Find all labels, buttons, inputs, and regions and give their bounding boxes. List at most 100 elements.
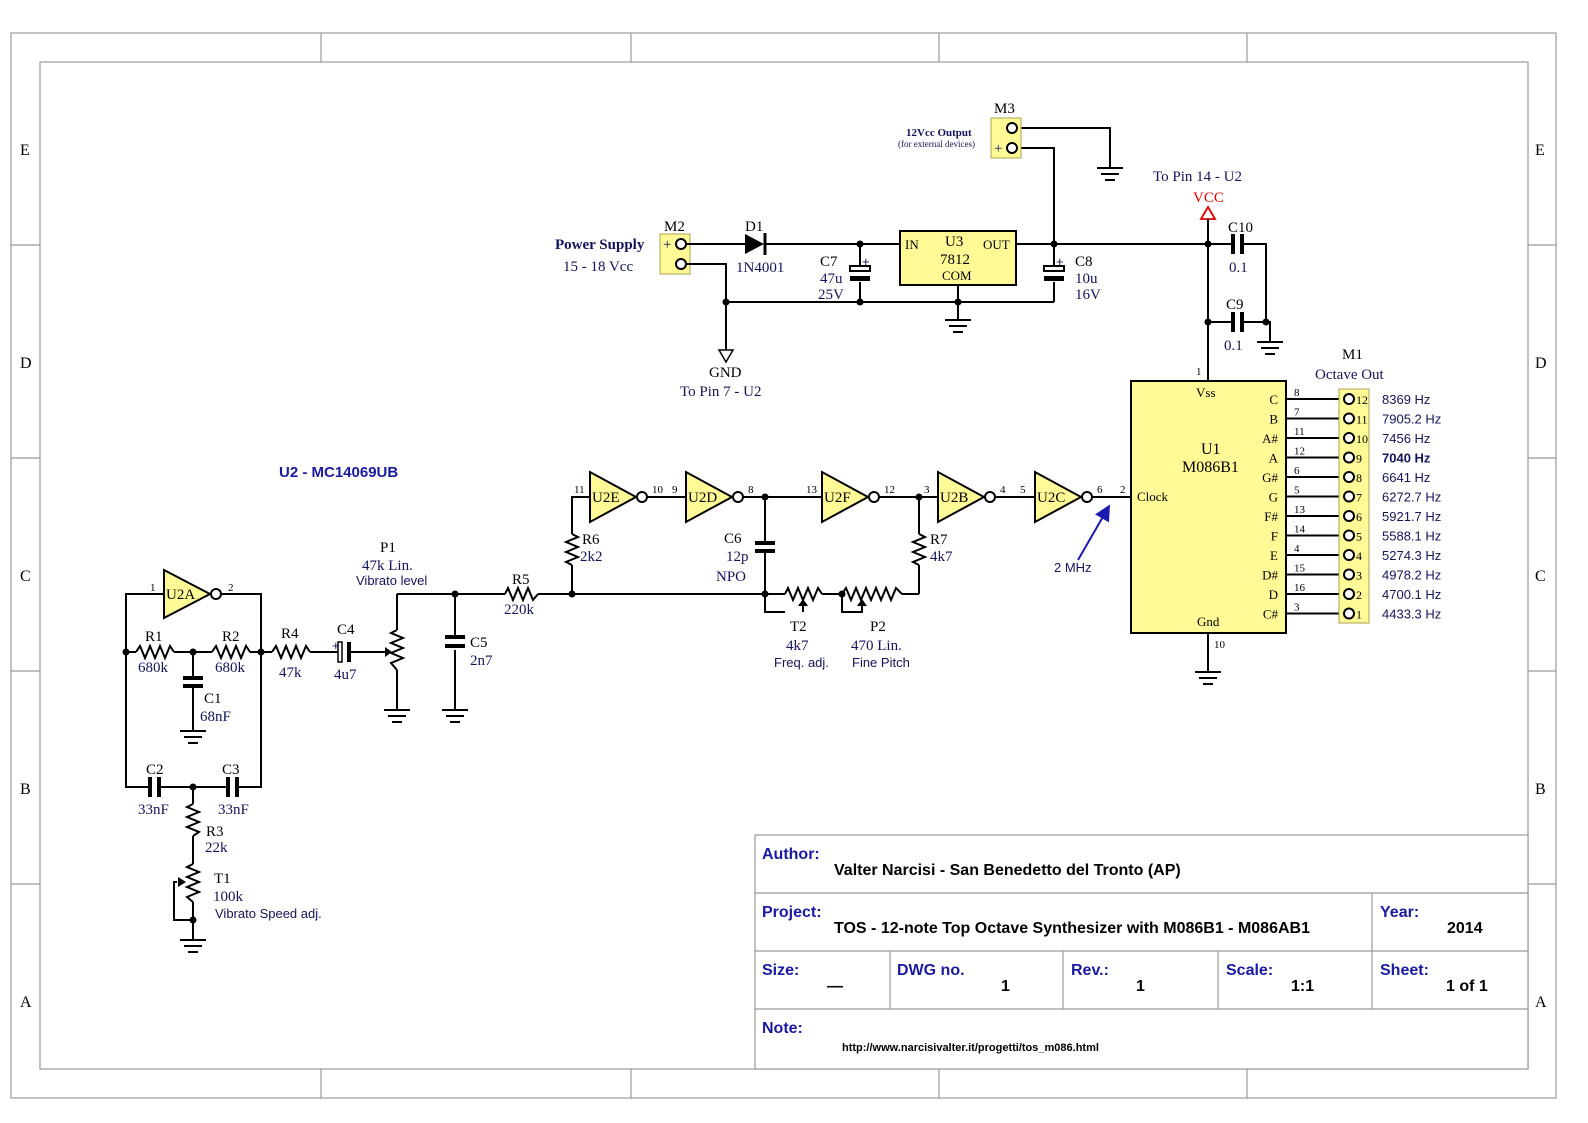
t2-label: T2	[790, 619, 807, 635]
svg-text:5: 5	[1020, 484, 1026, 496]
u1-note-label: G	[1269, 490, 1278, 505]
u2d-label: U2D	[688, 490, 717, 506]
svg-text:2: 2	[228, 582, 234, 594]
u3-out: OUT	[983, 237, 1010, 252]
m1-pin: 5 5588.1 Hz	[1343, 529, 1441, 544]
svg-text:+: +	[862, 254, 870, 269]
ground-icon	[179, 939, 207, 953]
note-url[interactable]: http://www.narcisivalter.it/progetti/tos…	[842, 1042, 1099, 1054]
svg-text:3: 3	[924, 484, 930, 496]
c6-value: 12p	[726, 549, 749, 565]
u2c-label: U2C	[1037, 490, 1065, 506]
r6-label: R6	[582, 532, 600, 548]
u1-pin-number: 11	[1294, 426, 1305, 438]
r1-resistor	[135, 643, 175, 661]
u3-label: U3	[945, 234, 963, 250]
u1-vss: Vss	[1196, 385, 1216, 400]
power-supply-voltage: 15 - 18 Vcc	[563, 259, 633, 275]
p2-value: 470 Lin.	[851, 638, 902, 654]
zone-label-left: A	[20, 994, 32, 1011]
m1-frequency: 6272.7 Hz	[1382, 490, 1441, 505]
author-value: Valter Narcisi - San Benedetto del Tront…	[834, 862, 1181, 879]
u1-note-label: F	[1271, 529, 1278, 544]
u1-value: M086B1	[1182, 459, 1239, 476]
m1-frequency: 4978.2 Hz	[1382, 568, 1441, 583]
u3-com: COM	[942, 268, 972, 283]
u1-pin-number: 13	[1294, 504, 1306, 516]
u1-clock: Clock	[1137, 489, 1169, 504]
svg-text:10: 10	[1214, 639, 1226, 651]
p2-potentiometer	[841, 585, 903, 603]
p1-potentiometer	[388, 629, 406, 671]
m1-frequency: 4700.1 Hz	[1382, 587, 1441, 602]
sheet-value: 1 of 1	[1446, 978, 1488, 995]
r3-resistor	[184, 803, 202, 837]
size-value: —	[827, 978, 843, 995]
u3-value: 7812	[940, 252, 970, 268]
clock-arrow-icon	[1077, 504, 1110, 561]
year-value: 2014	[1447, 920, 1483, 937]
u1-label: U1	[1201, 441, 1221, 458]
ground-icon	[944, 319, 972, 333]
project-value: TOS - 12-note Top Octave Synthesizer wit…	[834, 920, 1310, 937]
u1-note-label: G#	[1262, 470, 1278, 485]
svg-text:6: 6	[1097, 484, 1103, 496]
t1-desc: Vibrato Speed adj.	[215, 906, 322, 921]
m1-frequency: 8369 Hz	[1382, 392, 1430, 407]
zone-label-left: E	[20, 142, 30, 159]
u1-output-row: F#13	[1264, 504, 1344, 524]
c5-capacitor	[445, 635, 465, 639]
c9-label: C9	[1226, 297, 1244, 313]
u1-note-label: B	[1269, 412, 1278, 427]
svg-text:+: +	[994, 141, 1002, 157]
u1-output-row: F 14	[1271, 524, 1344, 544]
m1-pin-number: 5	[1356, 530, 1362, 544]
c8-capacitor	[1043, 265, 1065, 272]
c7-label: C7	[820, 254, 838, 270]
zone-label-right: D	[1535, 355, 1547, 372]
note-label: Note:	[762, 1020, 803, 1037]
r5-value: 220k	[504, 602, 535, 618]
p1-value: 47k Lin.	[362, 558, 413, 574]
svg-text:13: 13	[806, 484, 818, 496]
gnd-arrow-icon	[717, 349, 735, 364]
t1-trimmer	[184, 863, 202, 903]
clock-frequency: 2 MHz	[1054, 560, 1092, 575]
zone-label-left: D	[20, 355, 32, 372]
u2b-label: U2B	[940, 490, 968, 506]
m1-frequency: 5921.7 Hz	[1382, 509, 1441, 524]
t2-trimmer	[784, 585, 823, 603]
rev-label: Rev.:	[1071, 962, 1109, 979]
rev-value: 1	[1136, 978, 1145, 995]
u1-pin-number: 4	[1294, 543, 1300, 555]
c4-label: C4	[337, 622, 355, 638]
c4-value: 4u7	[334, 667, 357, 683]
u1-pin-number: 14	[1294, 524, 1306, 536]
u1-pin-number: 12	[1294, 446, 1305, 458]
m1-frequency: 5588.1 Hz	[1382, 529, 1441, 544]
svg-text:+: +	[663, 237, 671, 253]
m1-pin-number: 1	[1356, 608, 1362, 622]
m1-pin-number: 4	[1356, 549, 1362, 563]
c2-label: C2	[146, 762, 164, 778]
c7-volt: 25V	[818, 287, 844, 303]
u2b-inverter	[937, 470, 987, 524]
svg-text:8: 8	[748, 484, 754, 496]
c8-volt: 16V	[1075, 287, 1101, 303]
m1-pin-number: 11	[1356, 413, 1368, 427]
p2-label: P2	[870, 619, 886, 635]
u2f-label: U2F	[824, 490, 851, 506]
gnd-label: GND	[709, 365, 742, 381]
m1-pin-number: 7	[1356, 491, 1362, 505]
p2-desc: Fine Pitch	[852, 655, 910, 670]
ground-icon	[441, 709, 469, 723]
m1-title: Octave Out	[1315, 367, 1385, 383]
c2-value: 33nF	[138, 802, 169, 818]
